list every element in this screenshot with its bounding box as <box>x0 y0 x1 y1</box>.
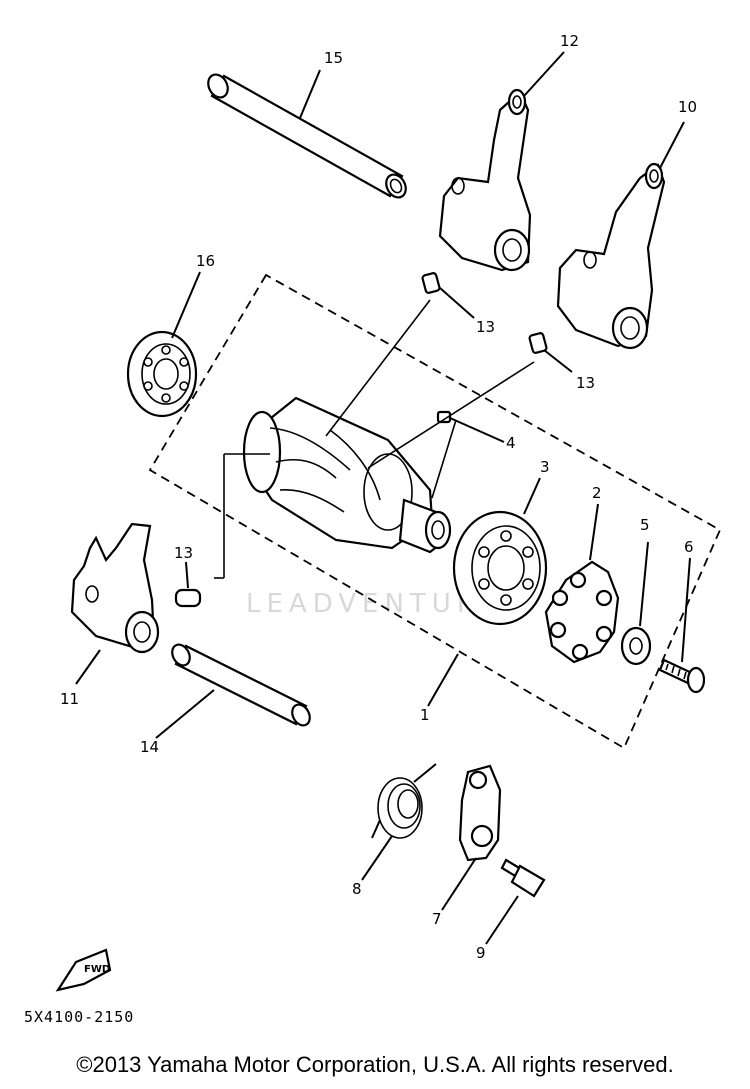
part-2-segment[interactable] <box>544 560 620 664</box>
part-12-shift-fork[interactable] <box>438 88 532 272</box>
part-13-pin-a[interactable] <box>421 272 441 294</box>
callout-7: 7 <box>432 910 442 928</box>
shift-drum[interactable] <box>242 396 452 554</box>
part-8-spring[interactable] <box>371 763 437 839</box>
part-5-washer[interactable] <box>620 626 652 666</box>
callout-16: 16 <box>196 252 215 270</box>
part-16-bearing[interactable] <box>126 330 198 418</box>
callout-13-c: 13 <box>174 544 193 562</box>
callout-6: 6 <box>684 538 694 556</box>
part-10-shift-fork[interactable] <box>556 162 666 350</box>
callout-4: 4 <box>506 434 516 452</box>
part-14-shaft[interactable] <box>169 642 313 729</box>
callout-10: 10 <box>678 98 697 116</box>
callout-2: 2 <box>592 484 602 502</box>
part-13-pin-c[interactable] <box>174 588 202 608</box>
part-3-bearing[interactable] <box>452 510 548 626</box>
copyright-notice: ©2013 Yamaha Motor Corporation, U.S.A. A… <box>76 1052 674 1077</box>
callout-3: 3 <box>540 458 550 476</box>
part-6-screw[interactable] <box>658 658 706 694</box>
diagram-code: 5X4100-2150 <box>24 1008 135 1026</box>
callout-15: 15 <box>324 49 343 67</box>
part-7-stopper-lever[interactable] <box>458 764 502 862</box>
callout-14: 14 <box>140 738 159 756</box>
fwd-label: FWD <box>84 964 110 975</box>
watermark-text: LEADVENTURE <box>246 589 503 619</box>
callout-labels: 15 12 10 16 13 13 4 3 2 5 6 13 11 14 1 8… <box>60 32 697 962</box>
callout-1: 1 <box>420 706 430 724</box>
callout-9: 9 <box>476 944 486 962</box>
callout-5: 5 <box>640 516 650 534</box>
part-4-pin[interactable] <box>436 410 452 424</box>
part-11-shift-fork[interactable] <box>70 522 160 654</box>
part-15-shaft[interactable] <box>204 71 409 201</box>
part-13-pin-b[interactable] <box>528 332 548 354</box>
callout-13-b: 13 <box>576 374 595 392</box>
fwd-arrow-icon: FWD <box>55 948 112 992</box>
callout-12: 12 <box>560 32 579 50</box>
assembly-boundary <box>148 273 722 750</box>
callout-8: 8 <box>352 880 362 898</box>
leader-lines <box>75 51 691 945</box>
callout-13-a: 13 <box>476 318 495 336</box>
callout-11: 11 <box>60 690 79 708</box>
part-9-bolt[interactable] <box>500 858 546 898</box>
